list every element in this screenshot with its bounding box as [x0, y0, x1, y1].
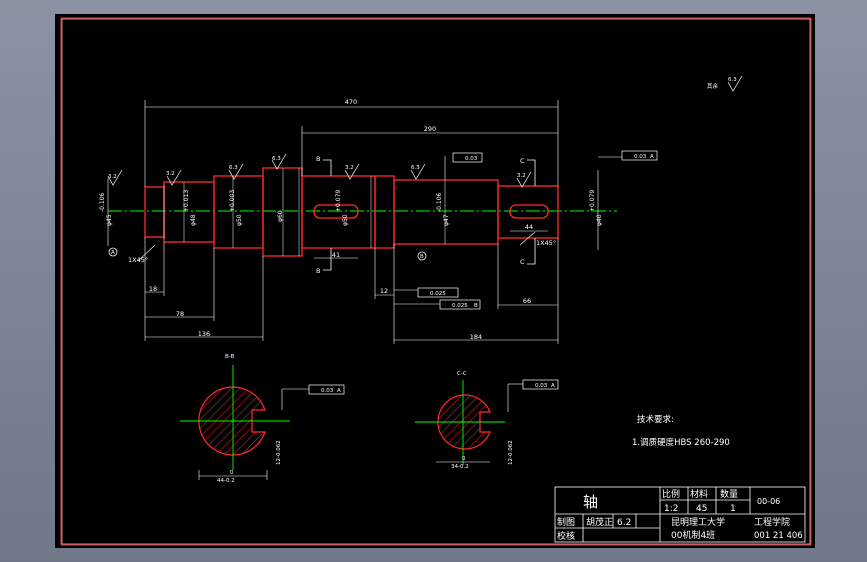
dimension-lines — [107, 100, 622, 344]
roughness-4: 6.3 — [272, 156, 281, 162]
dim-290: 290 — [424, 125, 436, 133]
roughness-rest-value: 6.3 — [728, 77, 737, 83]
notes-heading: 技术要求: — [637, 414, 674, 425]
tol-frame-circularity: 0.03 — [465, 156, 478, 162]
roughness-7: 3.2 — [517, 173, 526, 179]
roughness-5: 3.2 — [345, 165, 354, 171]
roughness-rest-label: 其余 — [707, 82, 719, 90]
quantity-value: 1 — [730, 504, 736, 514]
roughness-2: 3.2 — [166, 171, 175, 177]
drawn-label: 制图 — [557, 516, 575, 528]
college-name: 工程学院 — [754, 516, 790, 528]
chamfer-right: 1X45° — [536, 239, 556, 247]
section-bb-view — [180, 365, 309, 480]
dia-40: φ40 — [596, 214, 603, 226]
dim-overall-length: 470 — [345, 98, 357, 106]
dim-78: 78 — [176, 310, 184, 318]
quantity-label: 数量 — [720, 488, 738, 500]
tol-frame-right: 0.03 — [634, 154, 647, 160]
section-c-top: C — [520, 157, 525, 165]
drawn-by: 胡茂正 — [586, 516, 613, 528]
section-cc-view — [415, 380, 523, 465]
section-cc-title: C-C — [457, 371, 467, 377]
tol-frame-sym-bb: 0.03 — [321, 388, 334, 394]
scale-value: 1:2 — [664, 504, 678, 514]
tol-frame-sym-cc: 0.03 — [535, 383, 548, 389]
section-b-top: B — [316, 155, 320, 163]
dim-136: 136 — [198, 330, 210, 338]
outer-border — [60, 17, 812, 546]
dia-60: φ60 — [277, 210, 284, 222]
dia-47-tol: -0.106 — [436, 192, 443, 212]
material-label: 材料 — [690, 488, 708, 500]
material-value: 45 — [696, 504, 707, 514]
part-name: 轴 — [583, 493, 598, 511]
section-b-bottom: B — [316, 267, 320, 275]
drawing-number: 00-06 — [757, 497, 780, 506]
section-c-bottom: C — [520, 258, 525, 266]
tol-frame-runout-1: 0.025 — [430, 291, 446, 297]
dia-48: φ48 — [190, 214, 197, 226]
dia-45: φ45 — [106, 214, 113, 226]
section-bb-title: B-B — [225, 354, 235, 360]
scale-label: 比例 — [662, 488, 680, 500]
notes-line-1: 1.调质硬度HBS 260-290 — [632, 437, 730, 448]
dia-40-tol: +0.079 — [589, 190, 596, 212]
tol-frame-sym-bb-datum: A — [337, 388, 341, 394]
dia-48-tol: +0.013 — [183, 190, 190, 212]
tol-frame-sym-cc-datum: A — [551, 383, 555, 389]
shaft-outline — [144, 167, 559, 257]
drawing-sheet — [55, 14, 815, 548]
dia-50-key-tol: +0.079 — [335, 190, 342, 212]
roughness-symbols — [107, 75, 743, 188]
section-cc-zero: 0 — [462, 456, 466, 462]
check-label: 校核 — [557, 530, 575, 542]
dia-45-tol: -0.106 — [99, 192, 106, 212]
dim-12: 12 — [380, 287, 388, 295]
dim-66: 66 — [523, 297, 531, 305]
roughness-1: 3.2 — [108, 174, 117, 180]
inner-border — [61, 18, 811, 545]
dim-keyway-44: 44 — [525, 223, 533, 231]
title-block — [554, 486, 806, 543]
dia-50: φ50 — [236, 214, 243, 226]
school-name: 昆明理工大学 — [671, 516, 725, 528]
section-bb-zero: 0 — [230, 470, 234, 476]
tol-frame-right-datum: A — [650, 154, 654, 160]
student-number: 001 21 406 — [754, 531, 803, 541]
dia-50-key: φ50 — [342, 214, 349, 226]
class-name: 00机制4班 — [671, 529, 715, 541]
dia-47: φ47 — [443, 214, 450, 226]
section-bb-depth: 44-0.2 — [217, 478, 235, 484]
datum-a: A — [111, 250, 115, 256]
tol-frame-runout-2-datum: B — [474, 303, 478, 309]
drawn-date: 6.2 — [617, 518, 631, 528]
section-bb-width: 12-0.062 — [276, 440, 282, 465]
dia-50-tol: +0.003 — [229, 190, 236, 212]
section-cc-width: 12-0.062 — [508, 440, 514, 465]
roughness-6: 6.3 — [411, 165, 420, 171]
chamfer-left: 1X45° — [128, 256, 148, 264]
dim-keyway-41: 41 — [332, 251, 340, 259]
dim-184: 184 — [470, 333, 482, 341]
section-cc-depth: 34-0.2 — [451, 464, 469, 470]
roughness-3: 6.3 — [229, 165, 238, 171]
dim-18: 18 — [149, 285, 157, 293]
tol-frame-runout-2: 0.025 — [452, 303, 468, 309]
datum-b: B — [420, 254, 424, 260]
